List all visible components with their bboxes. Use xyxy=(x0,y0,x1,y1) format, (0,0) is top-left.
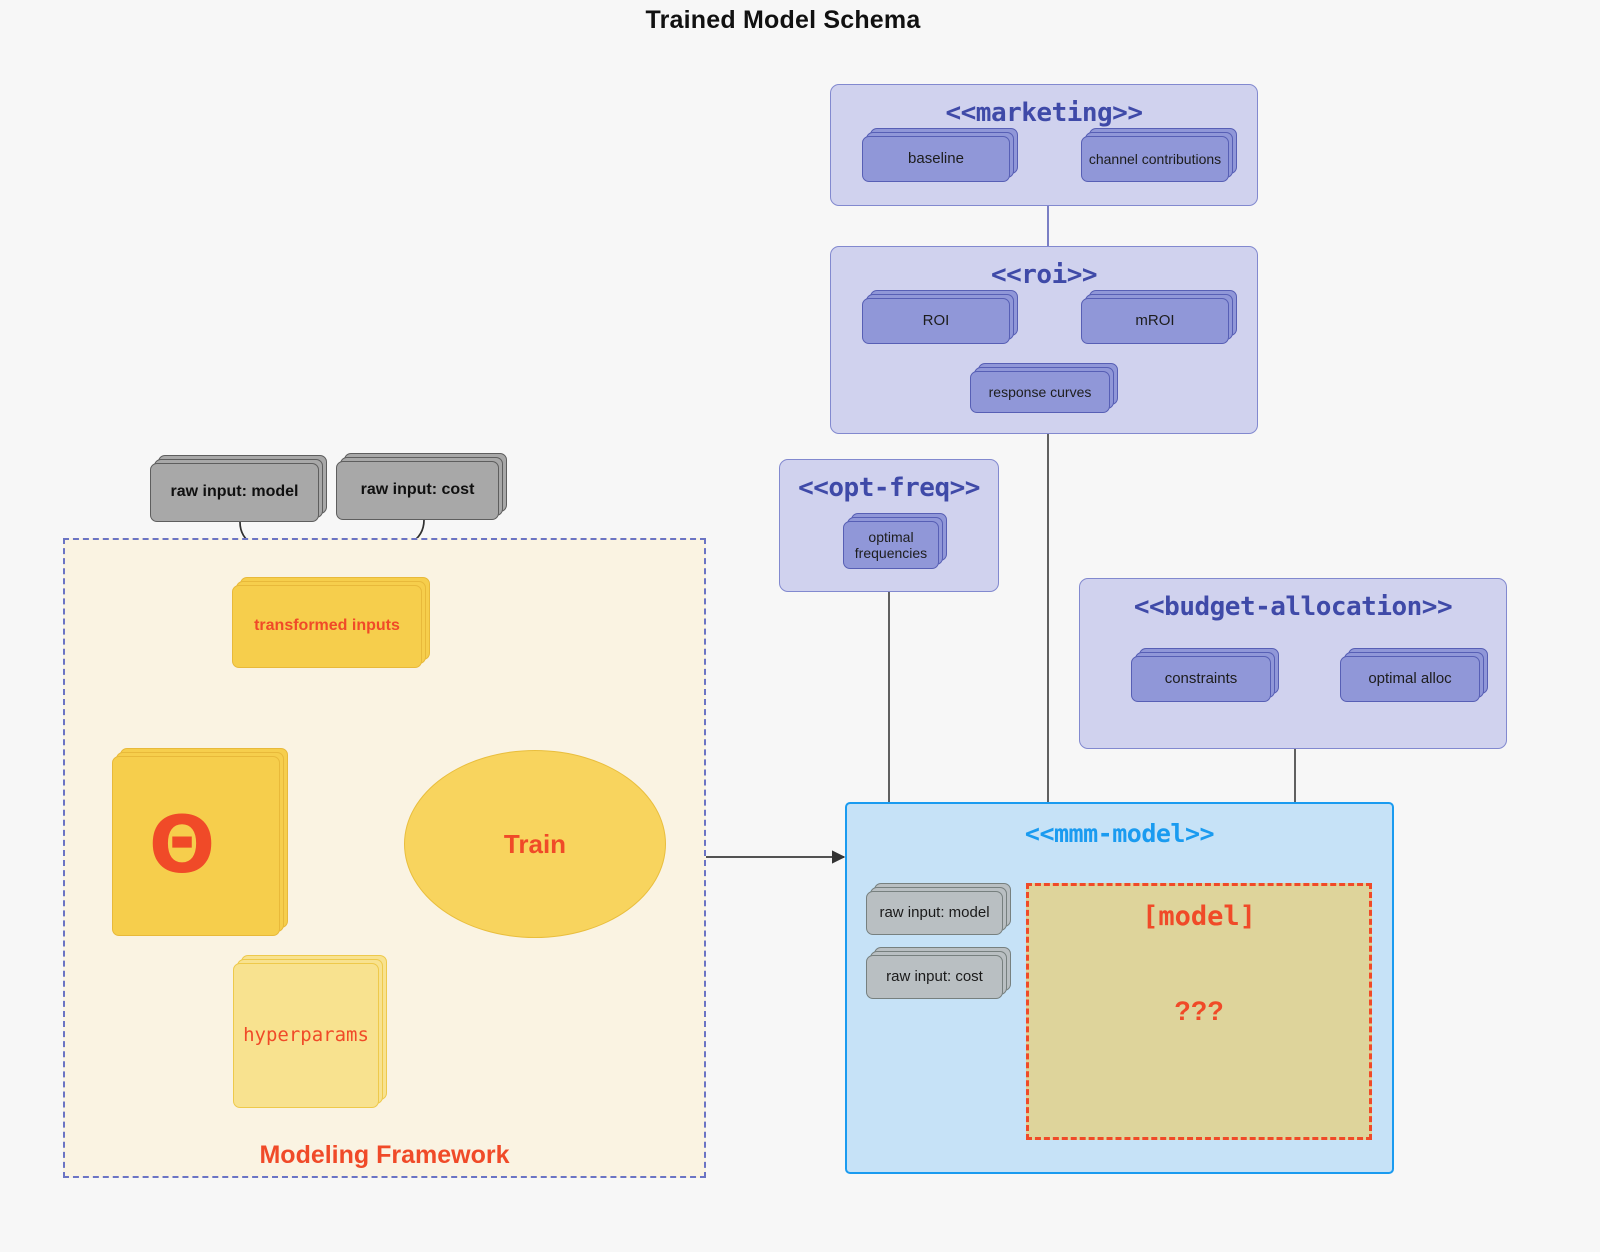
node-label: channel contributions xyxy=(1088,150,1222,167)
node-raw-input-cost[interactable]: raw input: cost xyxy=(336,453,507,520)
node-sheet-front xyxy=(1131,656,1271,702)
node-label: hyperparams xyxy=(243,1023,369,1046)
node-sheet-front xyxy=(1081,298,1229,344)
page-title: Trained Model Schema xyxy=(645,6,921,34)
node-hyperparams[interactable]: hyperparams xyxy=(233,955,387,1108)
node-label: raw input: model xyxy=(170,483,299,501)
node-label: raw input: cost xyxy=(360,481,475,499)
node-label: raw input: cost xyxy=(886,968,983,986)
model-box-unknown: ??? xyxy=(1174,996,1224,1026)
node-sheet-front xyxy=(1081,136,1229,182)
node-channel-contributions[interactable]: channel contributions xyxy=(1081,128,1237,182)
node-sheet-front xyxy=(112,756,280,936)
node-sheet-front xyxy=(843,521,939,569)
model-box-title: [model] xyxy=(1142,901,1256,932)
node-label: optimal frequencies xyxy=(854,528,928,561)
node-label: raw input: model xyxy=(879,904,990,922)
node-mroi[interactable]: mROI xyxy=(1081,290,1237,344)
node-label: Θ xyxy=(112,756,280,936)
node-sheet-front xyxy=(233,963,379,1108)
package-mmm-model-title: <<mmm-model>> xyxy=(1024,819,1215,848)
node-label: baseline xyxy=(908,150,964,168)
node-sheet-front xyxy=(862,298,1010,344)
framework-label: Modeling Framework xyxy=(259,1141,510,1169)
model-placeholder-box[interactable]: [model] ??? xyxy=(1026,883,1372,1140)
node-sheet-front xyxy=(970,371,1110,413)
package-roi-title: <<roi>> xyxy=(990,260,1098,290)
node-mmm-raw-input-cost[interactable]: raw input: cost xyxy=(866,947,1011,999)
node-label: constraints xyxy=(1164,670,1238,688)
node-sheet-front xyxy=(232,585,422,668)
package-opt-freq-title: <<opt-freq>> xyxy=(798,473,980,503)
node-theta[interactable]: Θ xyxy=(112,748,288,936)
train-activity[interactable]: Train xyxy=(404,750,666,938)
node-sheet-front xyxy=(866,955,1003,999)
node-roi[interactable]: ROI xyxy=(862,290,1018,344)
node-sheet-front xyxy=(336,461,499,520)
node-sheet-front xyxy=(1340,656,1480,702)
node-label: optimal alloc xyxy=(1368,670,1452,688)
node-transformed-inputs[interactable]: transformed inputs xyxy=(232,577,430,668)
node-label: mROI xyxy=(1135,312,1175,330)
node-sheet-front xyxy=(862,136,1010,182)
train-label: Train xyxy=(503,828,567,859)
node-raw-input-model[interactable]: raw input: model xyxy=(150,455,327,522)
theta-symbol: Θ xyxy=(148,801,216,891)
node-label: ROI xyxy=(922,312,950,330)
node-sheet-front xyxy=(150,463,319,522)
package-budget-allocation-title: <<budget-allocation>> xyxy=(1133,592,1453,622)
package-marketing-title: <<marketing>> xyxy=(945,98,1144,128)
node-optimal-alloc[interactable]: optimal alloc xyxy=(1340,648,1488,702)
node-optimal-frequencies[interactable]: optimal frequencies xyxy=(843,513,947,569)
node-mmm-raw-input-model[interactable]: raw input: model xyxy=(866,883,1011,935)
node-label: response curves xyxy=(988,383,1092,400)
node-response-curves[interactable]: response curves xyxy=(970,363,1118,413)
node-baseline[interactable]: baseline xyxy=(862,128,1018,182)
node-constraints[interactable]: constraints xyxy=(1131,648,1279,702)
node-sheet-front xyxy=(866,891,1003,935)
node-label: transformed inputs xyxy=(254,617,400,635)
